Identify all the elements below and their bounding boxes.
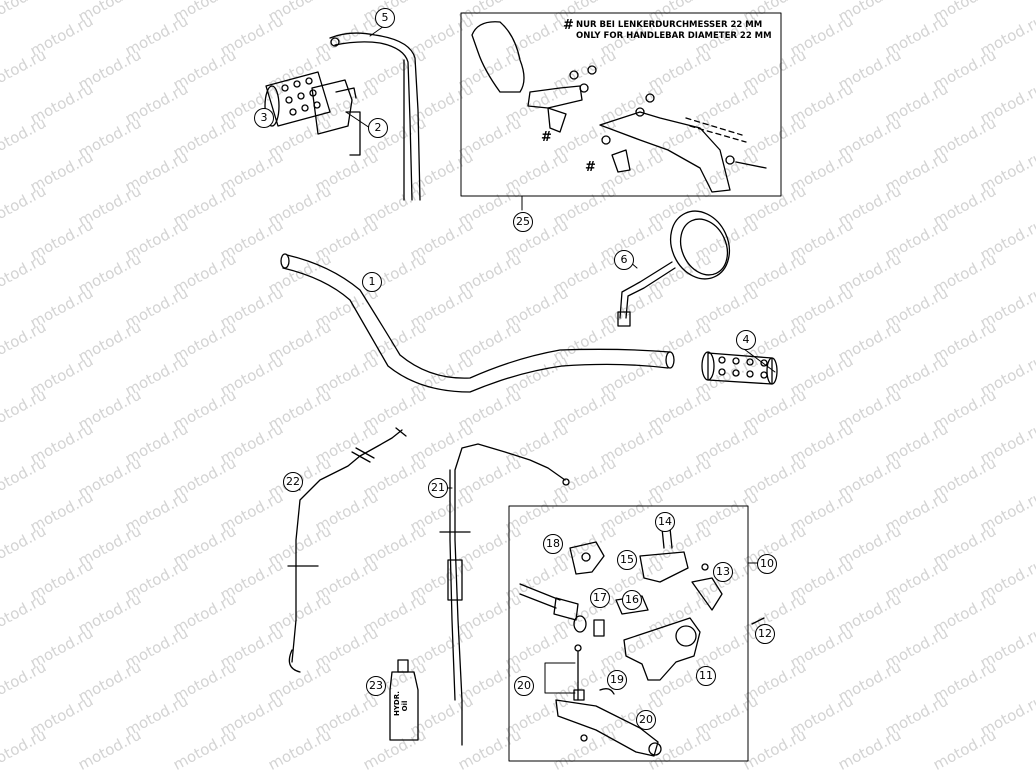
- lever-cable: [439, 443, 570, 746]
- choke-cable: [287, 427, 407, 673]
- note-line-en: ONLY FOR HANDLEBAR DIAMETER 22 MM: [576, 31, 772, 41]
- right-grip: [701, 351, 778, 385]
- callout-22: 21: [428, 478, 448, 498]
- callout-21: 20: [514, 676, 534, 696]
- brake-lever-frame: [508, 505, 749, 762]
- callout-1: 1: [362, 272, 382, 292]
- note-hash-symbol: #: [563, 18, 574, 33]
- callout-5: 5: [375, 8, 395, 28]
- handguard-frame: [460, 12, 782, 197]
- callout-12: 12: [755, 624, 775, 644]
- callout-15: 15: [617, 550, 637, 570]
- handguard-parts: [471, 21, 767, 193]
- note-line-de: NUR BEI LENKERDURCHMESSER 22 MM: [576, 20, 763, 30]
- hash-marker-1: #: [541, 130, 552, 145]
- callout-16: 16: [622, 590, 642, 610]
- callout-14: 14: [655, 512, 675, 532]
- callout-13: 13: [713, 562, 733, 582]
- callout-11: 11: [696, 666, 716, 686]
- throttle-housing: [311, 32, 421, 201]
- callout-3: 3: [254, 108, 274, 128]
- callout-23: 22: [283, 472, 303, 492]
- callout-4: 4: [736, 330, 756, 350]
- callout-19: 19: [607, 670, 627, 690]
- hash-marker-2: #: [585, 160, 596, 175]
- left-grip: [264, 71, 331, 127]
- callout-24: 23: [366, 676, 386, 696]
- callout-6: 6: [614, 250, 634, 270]
- callout-20: 20: [636, 710, 656, 730]
- callout-10: 10: [757, 554, 777, 574]
- oil-bottle-label: HYDR. Oil: [393, 691, 409, 716]
- handlebar: [280, 253, 675, 393]
- callout-25: 25: [513, 212, 533, 232]
- callout-17: 17: [590, 588, 610, 608]
- callout-18: 18: [543, 534, 563, 554]
- mirror: [617, 210, 731, 327]
- oil-bottle: [389, 659, 419, 741]
- callout-2: 2: [368, 118, 388, 138]
